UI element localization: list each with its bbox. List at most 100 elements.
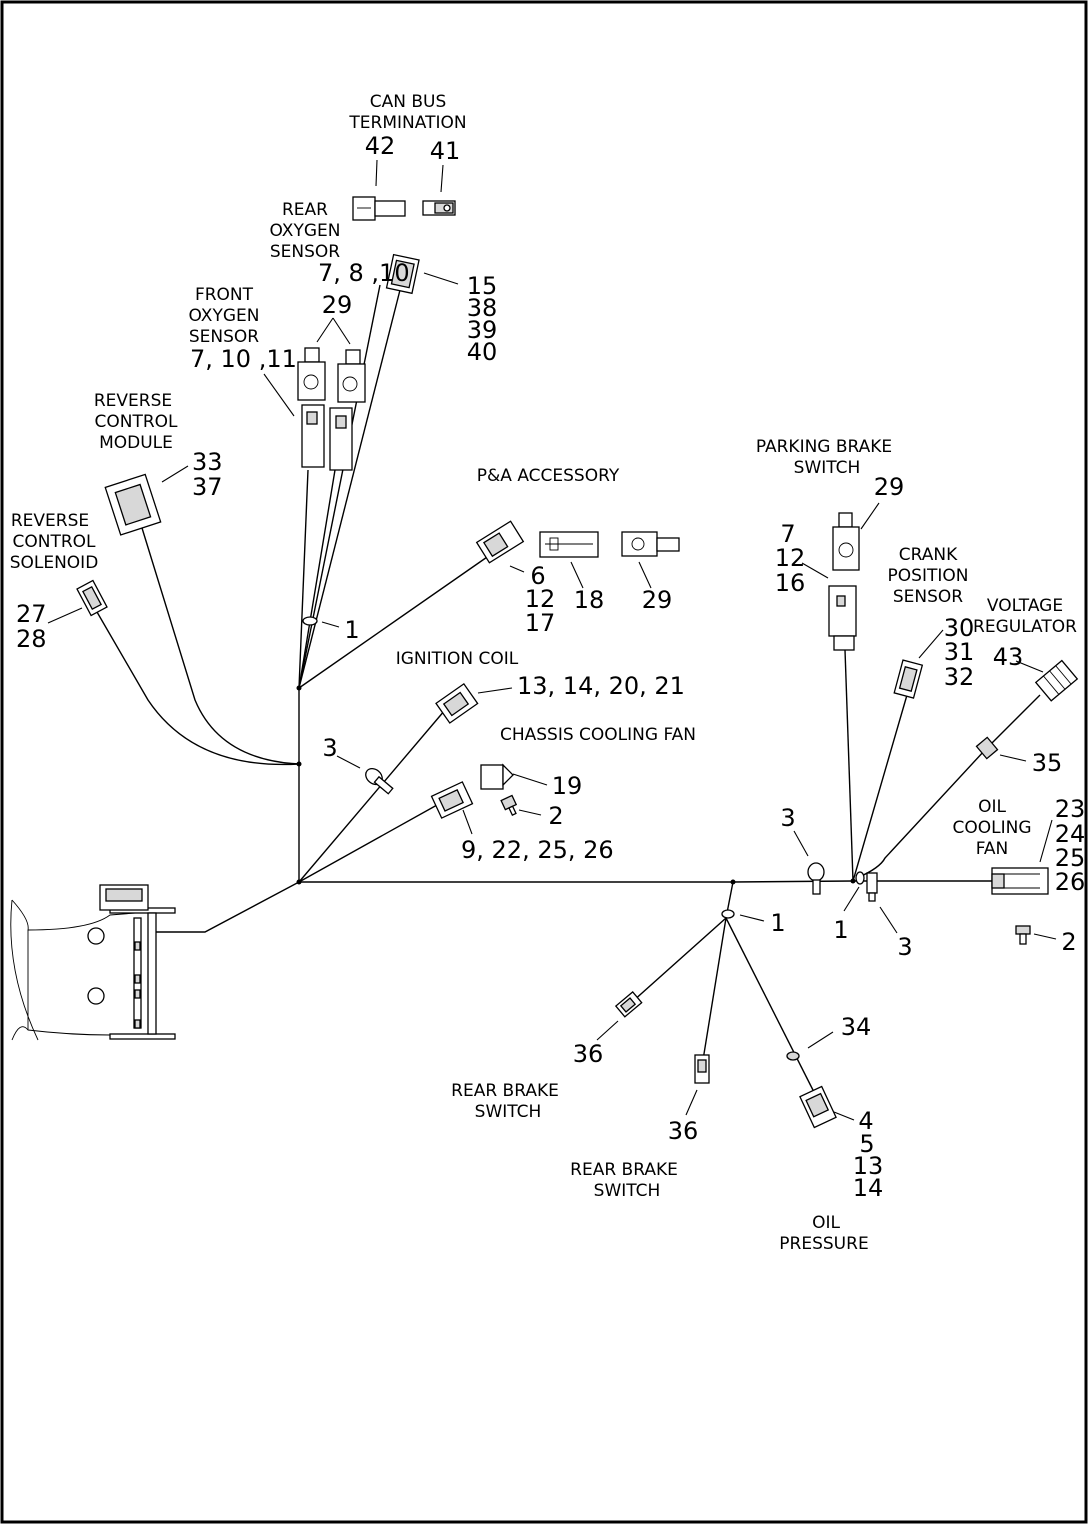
callout-7-10-11: 7, 10 ,11: [190, 345, 297, 373]
can-bus-terminator-41-icon: [422, 200, 456, 216]
wire-ignition-coil: [298, 709, 446, 883]
callout-30: 30: [944, 614, 975, 642]
callout-32: 32: [944, 663, 975, 691]
screw-2-mid-icon: [500, 794, 518, 817]
callout-29-pa: 29: [642, 586, 673, 614]
callout-29-parking: 29: [874, 473, 905, 501]
reverse-solenoid-connector-icon: [76, 579, 108, 617]
callout-24: 24: [1055, 820, 1086, 848]
parking-brake-clip-29-icon: [832, 512, 860, 571]
trunk-horizontal: [299, 880, 995, 883]
callout-numbers: 42 41 7, 8 ,10 15 38 39 40 29 7, 10 ,11 …: [16, 132, 1085, 1202]
voltage-regulator-label-1: VOLTAGE: [987, 596, 1063, 616]
pa-accessory-clip-29-icon: [621, 531, 680, 557]
reverse-module-label-1: REVERSE: [94, 391, 172, 411]
callout-40: 40: [467, 338, 498, 366]
wire-reverse-solenoid: [96, 611, 300, 766]
crank-sensor-label-2: POSITION: [888, 566, 969, 586]
rear-brake-switch-1-label-2: SWITCH: [475, 1102, 542, 1122]
callout-13: 13: [853, 1152, 884, 1180]
callout-13-14-20-21: 13, 14, 20, 21: [517, 672, 685, 700]
callout-9-22-25-26: 9, 22, 25, 26: [461, 836, 614, 864]
callout-2-mid: 2: [548, 802, 563, 830]
rear-oxygen-connector-icon: [385, 253, 420, 295]
crank-sensor-label-3: SENSOR: [893, 587, 963, 607]
callout-36-right: 36: [668, 1117, 699, 1145]
callout-42: 42: [365, 132, 396, 160]
chassis-fan-cap-19-icon: [480, 763, 514, 790]
callout-36-left: 36: [573, 1040, 604, 1068]
callout-26: 26: [1055, 868, 1086, 896]
callout-19: 19: [552, 772, 583, 800]
crank-sensor-label-1: CRANK: [899, 545, 958, 565]
front-oxygen-label-1: FRONT: [195, 285, 254, 305]
cable-tie-3-left-icon: [365, 768, 394, 795]
callout-35: 35: [1032, 749, 1063, 777]
wire-rear-brake-1: [631, 881, 734, 1003]
callout-39: 39: [467, 316, 498, 344]
rear-brake-switch-1-label-1: REAR BRAKE: [451, 1081, 559, 1101]
callout-12: 12: [525, 585, 556, 613]
cable-tie-3-right-top-icon: [807, 862, 825, 895]
pa-accessory-label: P&A ACCESSORY: [477, 466, 620, 486]
callout-18: 18: [574, 586, 605, 614]
callout-12-parking: 12: [775, 544, 806, 572]
wire-parking-brake: [844, 649, 854, 882]
callout-37: 37: [192, 473, 223, 501]
oil-cooling-fan-label-3: FAN: [976, 839, 1009, 859]
reverse-module-label-3: MODULE: [99, 433, 173, 453]
parking-brake-label-2: SWITCH: [794, 458, 861, 478]
trunk-to-frame: [150, 881, 300, 933]
rear-oxygen-label-1: REAR: [282, 200, 328, 220]
can-bus-label-2: TERMINATION: [348, 113, 466, 133]
callout-43: 43: [993, 643, 1024, 671]
callout-6: 6: [530, 562, 545, 590]
callout-1-left: 1: [344, 616, 359, 644]
component-labels: CAN BUS TERMINATION REAR OXYGEN SENSOR F…: [10, 92, 1077, 1254]
leader-lines: [47, 159, 1057, 1121]
cable-tie-34-icon: [786, 1051, 800, 1061]
reverse-control-module-connector-icon: [104, 473, 162, 536]
reverse-module-label-2: CONTROL: [94, 412, 178, 432]
reverse-solenoid-label-3: SOLENOID: [10, 553, 99, 573]
chassis-cooling-fan-label: CHASSIS COOLING FAN: [500, 725, 696, 745]
harness-clip-1-right-icon: [855, 871, 865, 885]
rear-brake-switch-2-label-2: SWITCH: [594, 1181, 661, 1201]
harness-clip-35-icon: [975, 736, 999, 760]
ignition-coil-connector-icon: [435, 682, 479, 724]
callout-4: 4: [858, 1107, 873, 1135]
voltage-regulator-label-2: REGULATOR: [973, 617, 1077, 637]
wire-pa-accessory: [298, 554, 491, 689]
reverse-solenoid-label-2: CONTROL: [12, 532, 96, 552]
front-oxygen-label-2: OXYGEN: [189, 306, 260, 326]
wire-rear-brake-2: [702, 917, 727, 1061]
ignition-coil-label: IGNITION COIL: [396, 649, 519, 669]
parking-brake-label-1: PARKING BRAKE: [756, 437, 892, 457]
oil-cooling-fan-connector-icon: [991, 867, 1049, 895]
harness-clip-1-center-icon: [721, 909, 735, 919]
callout-29-front: 29: [322, 291, 353, 319]
crank-position-connector-icon: [893, 659, 924, 699]
rear-brake-switch-connector-1-icon: [614, 991, 643, 1018]
callout-7: 7: [780, 520, 795, 548]
oil-cooling-fan-label-2: COOLING: [952, 818, 1031, 838]
callout-27: 27: [16, 600, 47, 628]
wire-reverse-module: [141, 527, 300, 765]
callout-17: 17: [525, 609, 556, 637]
front-oxygen-label-3: SENSOR: [189, 327, 259, 347]
wire-front-o2-a: [298, 469, 309, 689]
front-oxygen-clip-a-icon: [297, 347, 326, 468]
callout-2-right: 2: [1061, 928, 1076, 956]
callout-1-right: 1: [833, 916, 848, 944]
oil-pressure-connector-icon: [799, 1085, 837, 1129]
front-oxygen-clip-b-icon: [329, 349, 366, 471]
callout-5: 5: [859, 1130, 874, 1158]
chassis-cooling-fan-connector-icon: [430, 781, 474, 819]
wire-front-o2-b: [298, 469, 336, 689]
callout-15: 15: [467, 272, 498, 300]
callout-14: 14: [853, 1174, 884, 1202]
rear-brake-switch-2-label-1: REAR BRAKE: [570, 1160, 678, 1180]
callout-31: 31: [944, 638, 975, 666]
